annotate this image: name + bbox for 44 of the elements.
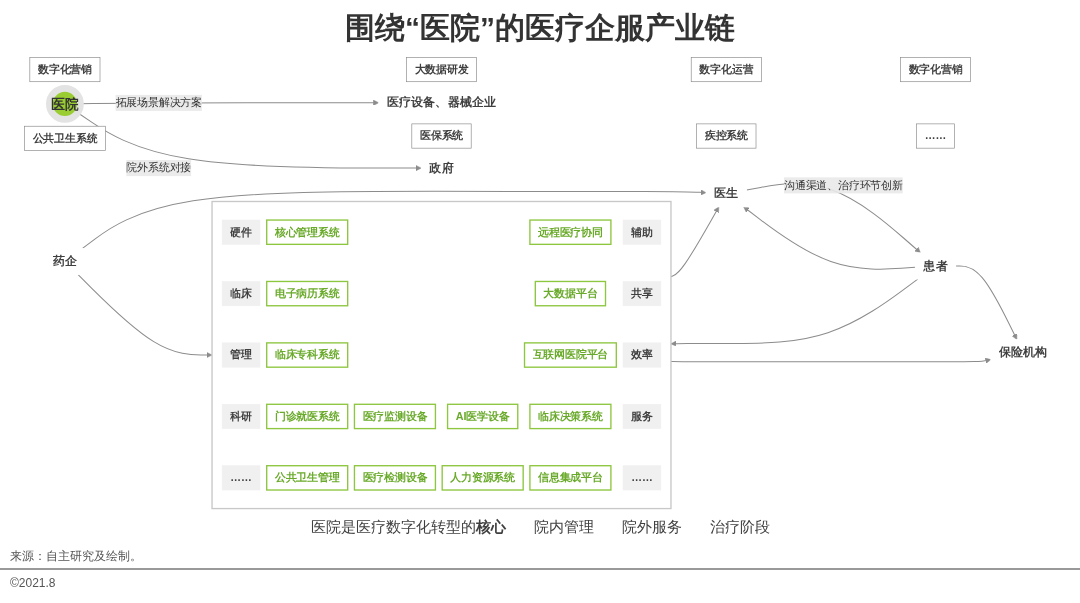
node-box: 公共卫生管理	[266, 465, 349, 491]
node-box: 数字化营销	[900, 57, 971, 83]
node-box: 互联网医院平台	[523, 342, 617, 368]
node-box: 数字化营销	[29, 57, 101, 83]
arrow	[743, 206, 916, 270]
edge-label: 院外系统对接	[126, 162, 192, 174]
node-text: 保险机构	[998, 345, 1048, 360]
node-box: 临床决策系统	[529, 403, 612, 430]
node-text: 患者	[923, 258, 948, 273]
stage-label: 院内管理	[533, 518, 594, 537]
node-box: 电子病历系统	[266, 280, 349, 307]
node-box: 医疗监测设备	[353, 403, 437, 430]
edge-label: 沟通渠道、治疗环节创新	[783, 179, 903, 191]
stage-label: 院外服务	[621, 518, 682, 537]
node-text: 药企	[52, 254, 78, 268]
edge-label: 拓展场景解决方案	[115, 96, 202, 109]
node-box: 医疗检测设备	[353, 465, 437, 491]
node-box: 数字化运营	[690, 57, 762, 83]
node-box: ……	[916, 123, 955, 149]
node-box: 大数据平台	[534, 280, 607, 307]
cluster	[211, 200, 672, 510]
node-box: 人力资源系统	[441, 465, 524, 491]
node-text: 政府	[429, 161, 454, 175]
node-box: 医保系统	[411, 123, 472, 149]
arrow	[670, 357, 992, 364]
stage-label: 治疗阶段	[709, 518, 770, 537]
stage-label: ©2021.8	[10, 576, 56, 590]
node-box: 门诊就医系统	[266, 403, 349, 430]
node-box: 临床专科系统	[266, 342, 349, 368]
note-text: 医院是医疗数字化转型的核心	[310, 518, 506, 537]
node-box: 远程医疗协同	[529, 219, 612, 246]
node-box: 大数据研发	[406, 57, 477, 83]
node-box: 核心管理系统	[266, 219, 349, 246]
arrow	[670, 278, 919, 347]
node-box: AI医学设备	[446, 403, 519, 430]
arrow	[955, 265, 1018, 340]
node-text: 医生	[714, 186, 739, 201]
arrow	[670, 206, 720, 278]
source-note: 来源：自主研究及绘制。	[10, 548, 142, 565]
diagram-title: 围绕“医院”的医疗企服产业链	[344, 10, 736, 46]
node-box: 信息集成平台	[529, 465, 612, 491]
node-box: 公共卫生系统	[24, 125, 106, 151]
node-box: 疾控系统	[696, 123, 757, 149]
node-text: 医疗设备、器械企业	[386, 95, 497, 110]
